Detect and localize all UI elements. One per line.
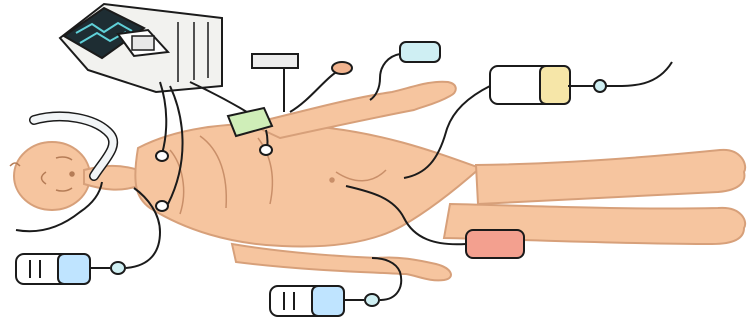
- patient-body: [14, 82, 745, 281]
- patient-monitor: [60, 4, 222, 92]
